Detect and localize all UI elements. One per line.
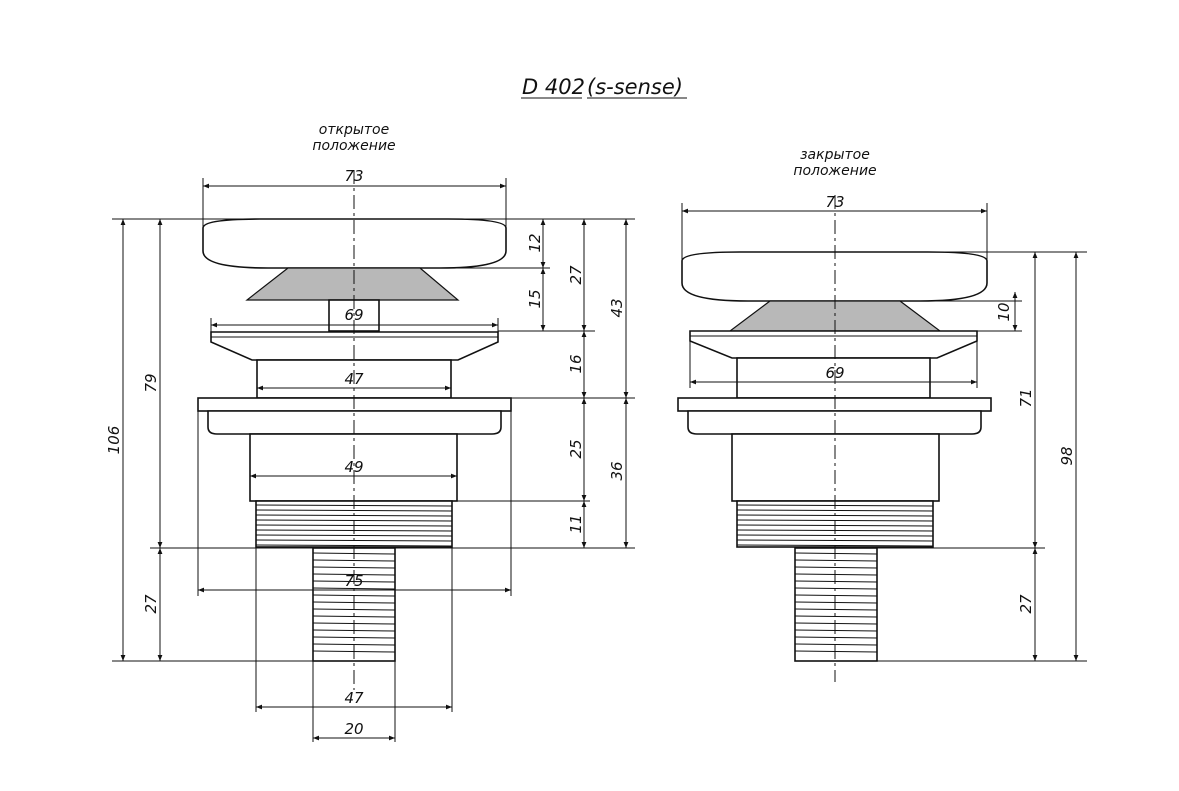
title-variant: (s-sense) <box>587 75 683 99</box>
open-caption-line1: открытое <box>319 122 389 138</box>
closed-caption-line2: положение <box>793 163 876 179</box>
open-dim-15: 15 <box>526 289 544 308</box>
open-collar <box>256 359 452 399</box>
open-dim-79: 79 <box>142 373 160 392</box>
closed-flange <box>689 330 978 359</box>
open-dim-11: 11 <box>567 514 585 533</box>
open-dim-43: 43 <box>608 298 626 317</box>
closed-extension-lines <box>681 203 1087 662</box>
open-dim-20: 20 <box>344 720 363 738</box>
closed-dim-71: 71 <box>1017 388 1035 407</box>
closed-caption-line1: закрытое <box>800 147 870 163</box>
open-dim-69: 69 <box>344 306 363 324</box>
drawing-title: D 402 (s-sense) <box>521 75 687 99</box>
closed-dim-69: 69 <box>825 364 844 382</box>
closed-dim-27: 27 <box>1017 594 1035 614</box>
closed-dim-10: 10 <box>995 302 1013 321</box>
closed-dim-73: 73 <box>825 193 844 211</box>
title-model: D 402 <box>522 75 585 99</box>
open-dim-16: 16 <box>567 354 585 373</box>
open-caption-line2: положение <box>312 138 395 154</box>
closed-tail-thread-lines <box>794 552 878 653</box>
open-dim-75: 75 <box>344 572 363 590</box>
open-position-view: открытое положение <box>105 122 635 742</box>
open-dim-106: 106 <box>105 426 123 455</box>
open-dim-73: 73 <box>344 167 363 185</box>
open-dim-27-upper: 27 <box>567 265 585 285</box>
open-dim-25: 25 <box>567 439 585 458</box>
open-dim-36: 36 <box>608 461 626 480</box>
open-dim-49: 49 <box>344 458 363 476</box>
closed-dim-98: 98 <box>1058 446 1076 465</box>
open-dim-47-thread: 47 <box>344 689 364 707</box>
closed-position-view: закрытое положение <box>677 147 1087 682</box>
open-dim-47-collar: 47 <box>344 370 364 388</box>
closed-collar <box>736 357 931 399</box>
open-cone <box>245 267 460 301</box>
open-dim-27-tail: 27 <box>142 594 160 614</box>
open-dim-12: 12 <box>526 233 544 252</box>
open-extension-lines <box>112 178 635 742</box>
